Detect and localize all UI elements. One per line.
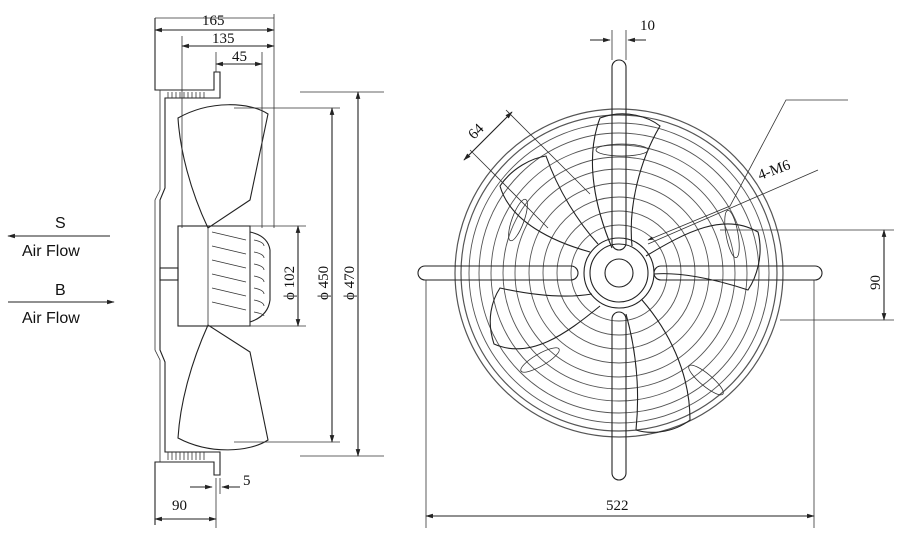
side-motor-can <box>207 225 251 327</box>
dim-5: 5 <box>243 473 251 489</box>
front-blade-slots <box>508 143 740 396</box>
grill-ring <box>468 122 770 424</box>
dim-4m6-leader-2 <box>647 169 819 245</box>
dim-90-front: 90 <box>868 275 884 290</box>
airflow-s-label: S <box>55 215 66 232</box>
grill-ring <box>490 144 748 402</box>
side-shaft <box>159 267 179 281</box>
side-motor <box>177 225 251 327</box>
dim-phi102: ϕ 102 <box>282 266 298 300</box>
grill-ring <box>514 168 724 378</box>
grill-ring <box>542 196 696 350</box>
airflow-b-label: B <box>55 282 66 299</box>
grill-ring <box>502 156 736 390</box>
front-mounting-bars <box>417 59 823 481</box>
side-view: 165 135 45 ϕ 102 ϕ 450 ϕ 470 90 5 <box>154 13 384 528</box>
dim-135: 135 <box>212 31 235 47</box>
dim-4m6: 4-M6 <box>756 157 793 184</box>
front-view: 10 64 4-M6 90 522 <box>417 18 894 528</box>
dim-4m6-leader-1 <box>647 99 848 241</box>
front-blade-2 <box>645 223 761 291</box>
grill-ring <box>460 114 778 432</box>
grill-ring <box>528 182 710 364</box>
side-motor-hatch <box>211 231 247 311</box>
front-blade-1 <box>591 113 661 249</box>
grill-ring <box>556 210 682 336</box>
front-hub-inner <box>604 258 634 288</box>
side-blade-top <box>177 104 269 229</box>
airflow-s-text: Air Flow <box>22 243 80 260</box>
dim-phi470: ϕ 470 <box>342 266 358 300</box>
front-blades <box>489 113 761 433</box>
front-blade-5 <box>499 155 599 253</box>
front-hub-mid <box>589 243 649 303</box>
dim-phi450: ϕ 450 <box>316 266 332 300</box>
front-grill-rings <box>454 108 784 438</box>
dim-10: 10 <box>640 18 655 34</box>
dim-90-side: 90 <box>172 498 187 514</box>
dim-165: 165 <box>202 13 225 29</box>
dim-45: 45 <box>232 49 247 65</box>
grill-ring <box>454 108 784 438</box>
airflow-b-text: Air Flow <box>22 310 80 327</box>
airflow-legend: S Air Flow B Air Flow <box>7 215 115 327</box>
grill-ring <box>570 224 668 322</box>
side-blade-bottom <box>177 324 269 451</box>
dim-522: 522 <box>606 498 629 514</box>
grill-ring <box>478 132 760 414</box>
front-hub-outer <box>583 237 655 309</box>
front-blade-4 <box>489 287 601 350</box>
side-ring-hatch <box>167 92 205 460</box>
side-motor-fins <box>249 231 271 323</box>
side-housing-inner <box>154 90 161 462</box>
front-blade-3 <box>625 299 691 433</box>
